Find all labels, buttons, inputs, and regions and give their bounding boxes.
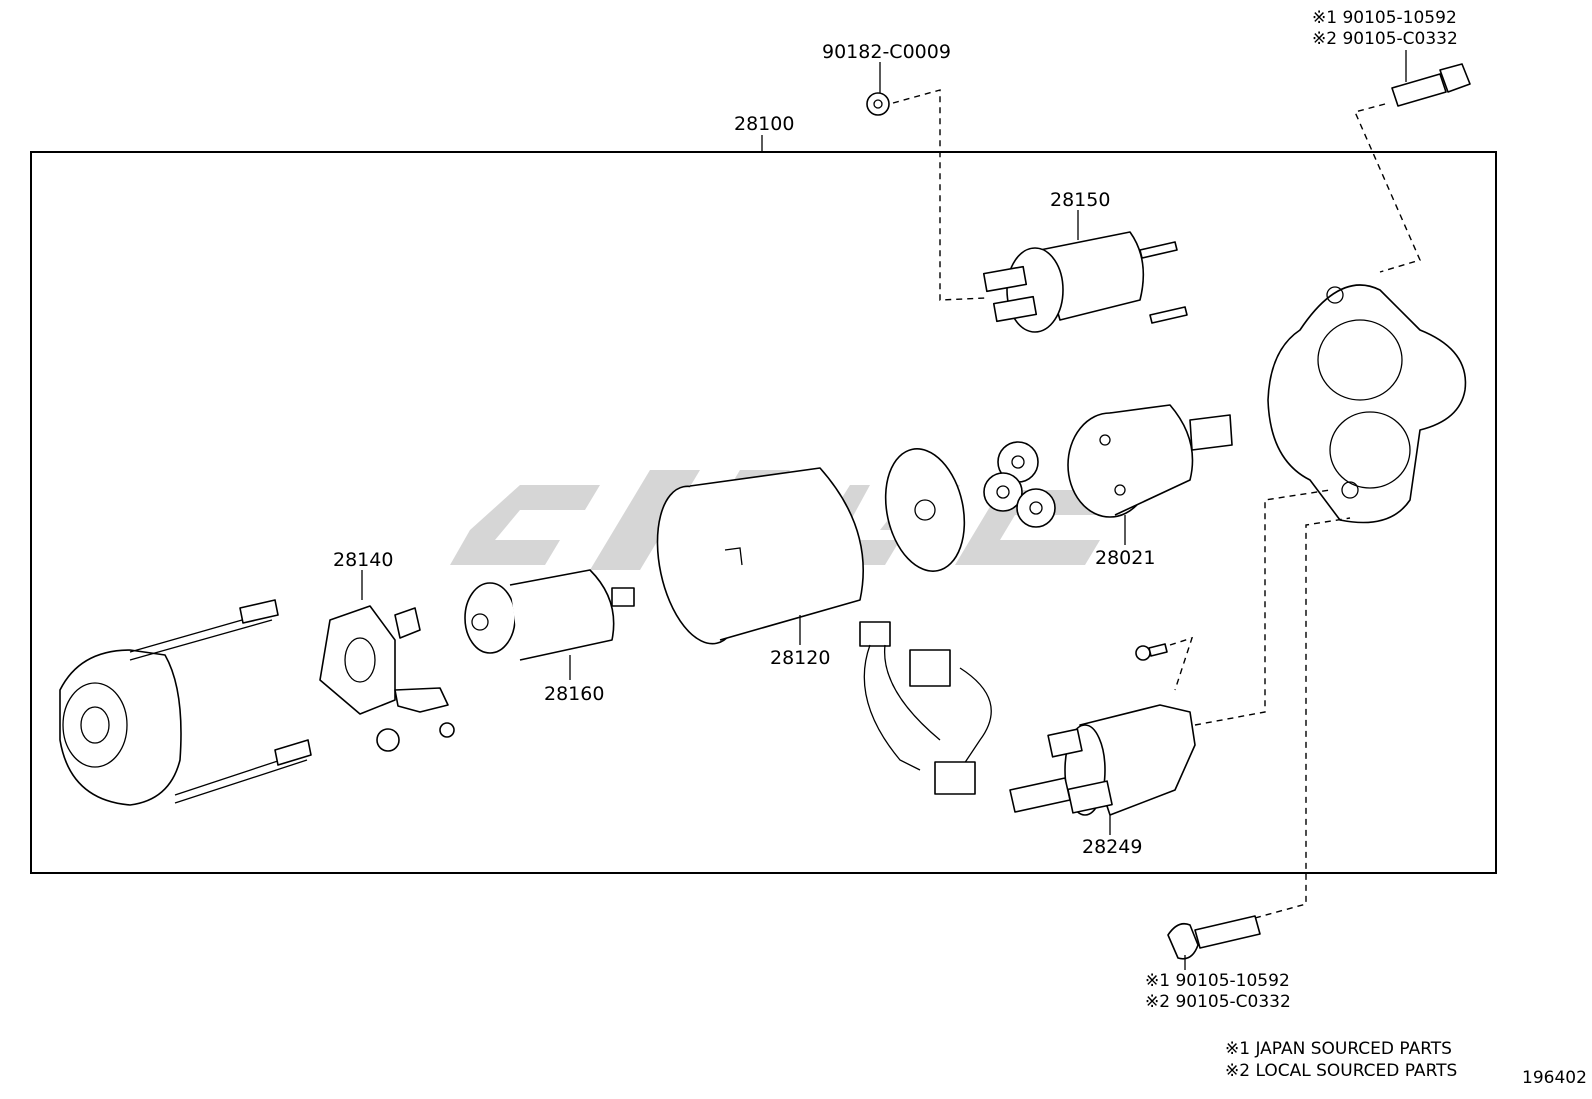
brush-holder-part [319, 605, 455, 752]
label-solenoid-top: 28150 [1050, 189, 1110, 211]
nut-dashline [892, 89, 986, 301]
label-armature: 28160 [544, 683, 604, 705]
front-housing-part [1267, 284, 1467, 524]
clutch-part [1067, 404, 1233, 518]
bolt-top-line1: ※1 90105-10592 [1312, 8, 1457, 28]
label-brush-holder: 28140 [333, 549, 393, 571]
bolt-bottom-line1: ※1 90105-10592 [1145, 971, 1290, 991]
bolt-top-line2: ※2 90105-C0332 [1312, 29, 1458, 49]
solenoid-top-part [982, 231, 1188, 333]
label-assembly: 28100 [734, 113, 794, 135]
nut-part [866, 92, 890, 116]
label-nut: 90182-C0009 [822, 41, 951, 63]
footnote-japan: ※1 JAPAN SOURCED PARTS [1225, 1039, 1452, 1059]
screw-part [1135, 643, 1168, 661]
assembly-frame [30, 151, 1497, 874]
bolt-bottom-dashline-2 [1254, 517, 1351, 919]
footnote-local: ※2 LOCAL SOURCED PARTS [1225, 1061, 1457, 1081]
label-magnet-switch: 28249 [1082, 836, 1142, 858]
diagram-id: 196402 [1522, 1068, 1587, 1088]
bolt-bottom-dashline [1194, 489, 1331, 726]
end-frame-part [59, 599, 312, 806]
armature-part [464, 569, 635, 661]
bolt-top-part [1391, 63, 1471, 107]
screw-dashline [1169, 636, 1194, 691]
bolt-bottom-line2: ※2 90105-C0332 [1145, 992, 1291, 1012]
bolt-top-dashline [1354, 103, 1421, 273]
wiring-harness-part [859, 621, 992, 795]
label-yoke: 28120 [770, 647, 830, 669]
bolt-bottom-part [1167, 915, 1261, 960]
magnet-switch-part [1009, 704, 1196, 816]
plate-part [884, 448, 966, 572]
yoke-part [656, 467, 864, 645]
planetary-gears-part [983, 441, 1056, 528]
label-clutch: 28021 [1095, 547, 1155, 569]
